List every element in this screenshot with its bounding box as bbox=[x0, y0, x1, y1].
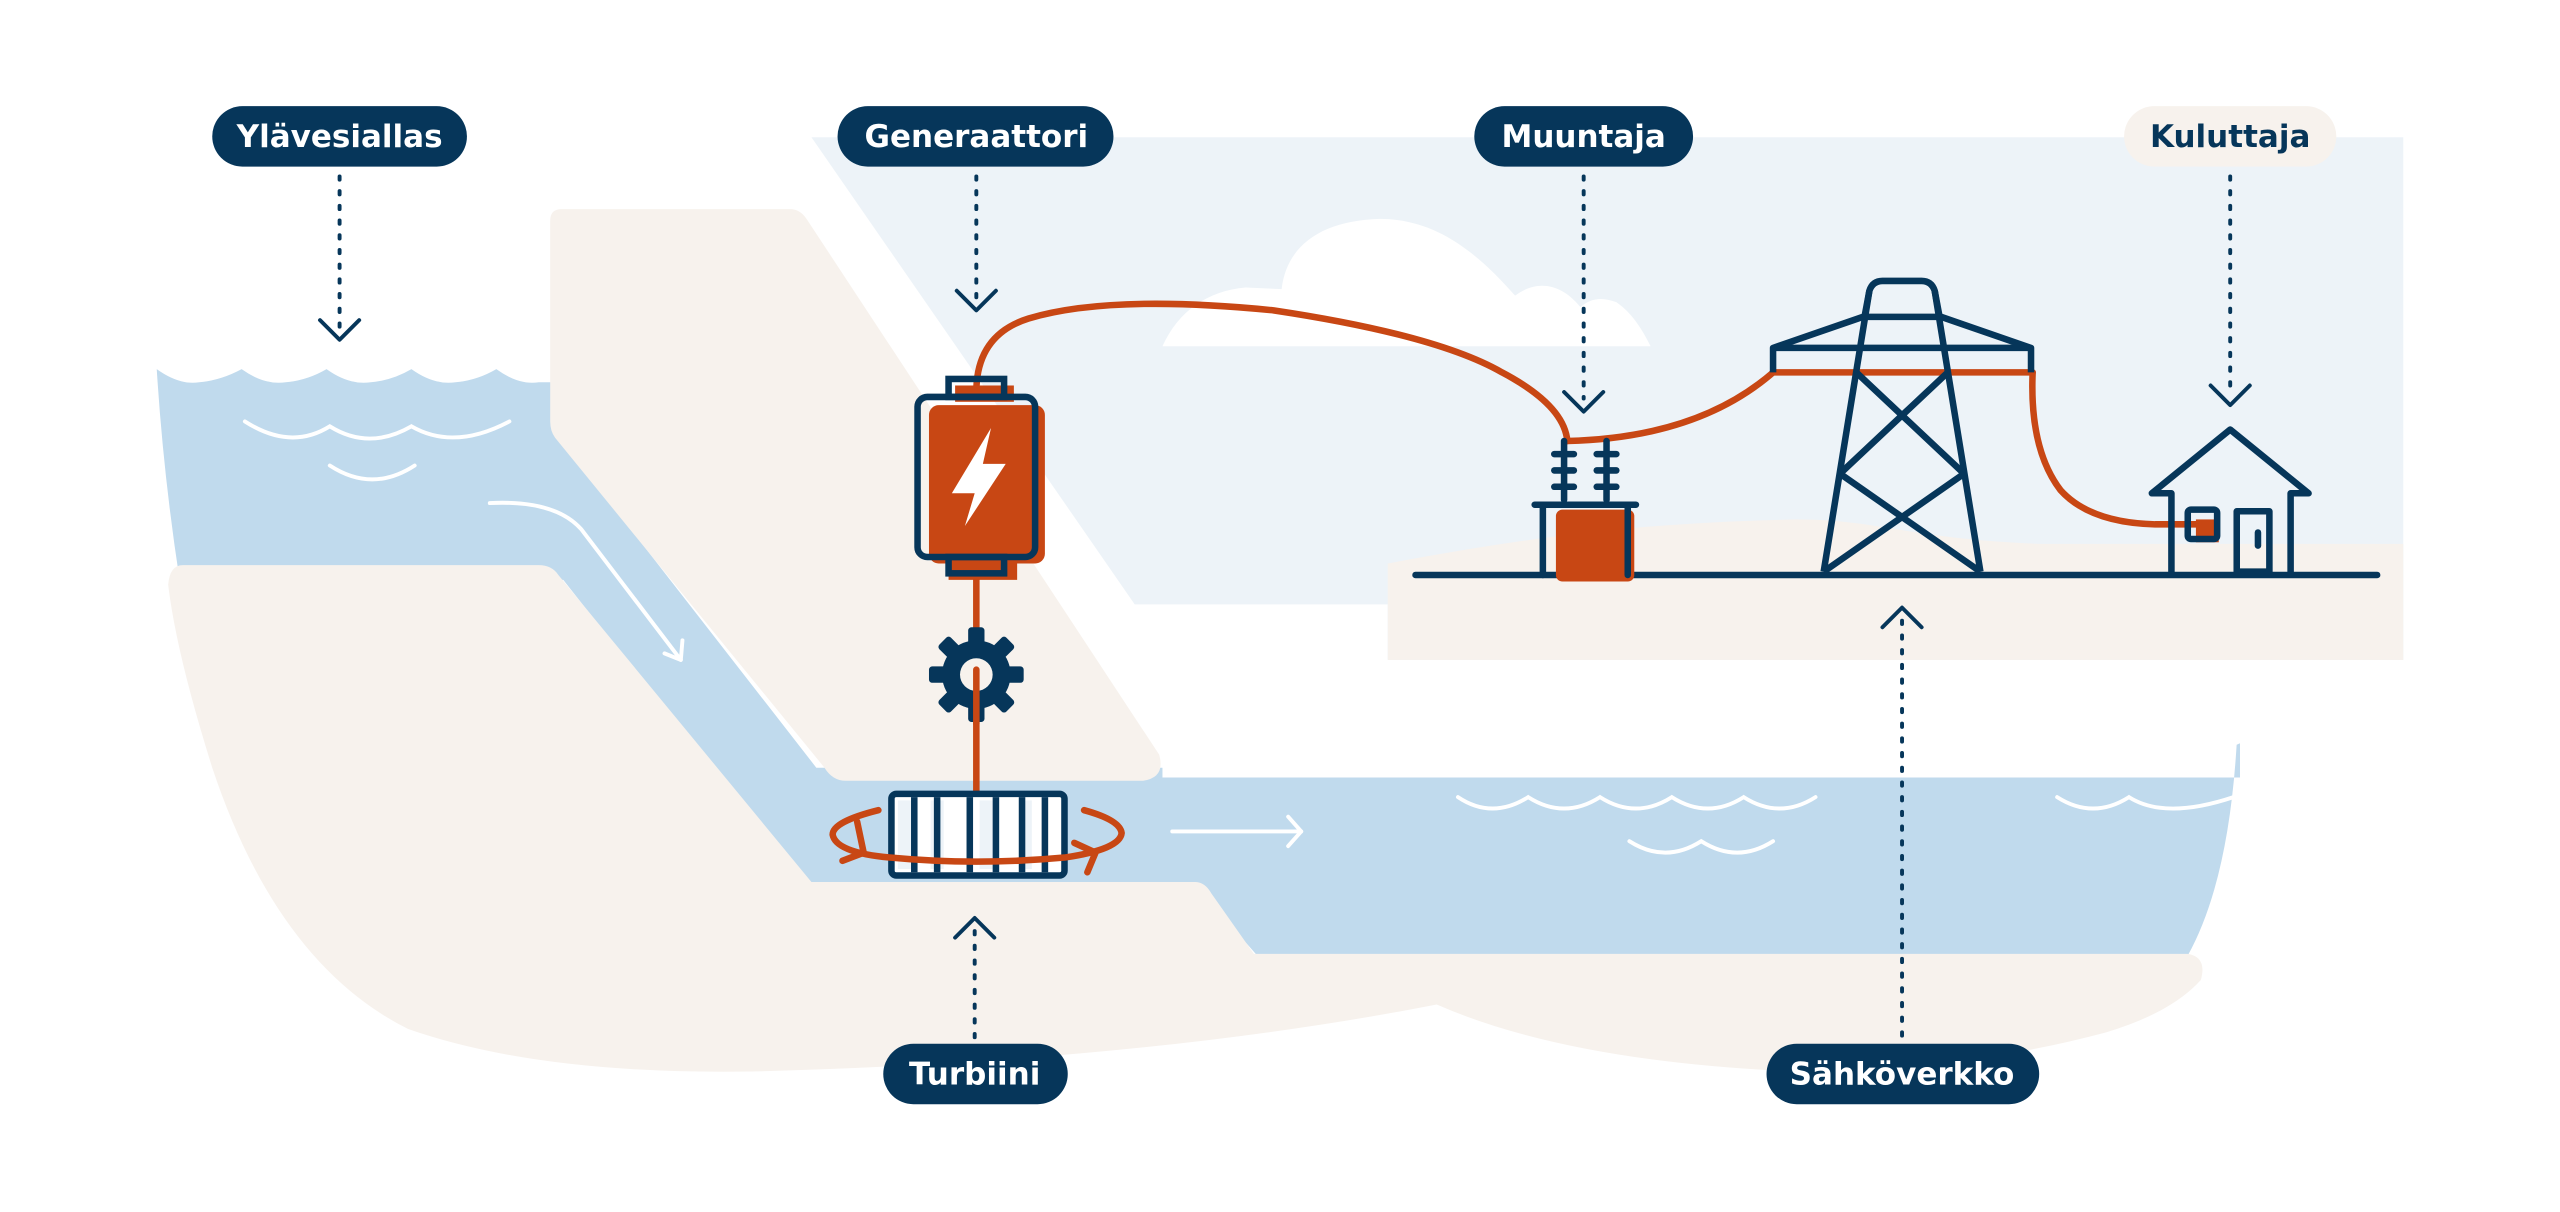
sky-background bbox=[811, 137, 2404, 660]
grid-ground bbox=[1387, 519, 2404, 660]
transformer-icon bbox=[1531, 437, 1640, 582]
turbine-icon bbox=[829, 790, 1125, 879]
label-transformer-text: Muuntaja bbox=[1501, 119, 1665, 155]
label-generator: Generaattori bbox=[837, 106, 1114, 167]
flow-arrow-icon bbox=[487, 500, 685, 662]
label-upper-reservoir-text: Ylävesiallas bbox=[236, 119, 443, 155]
dam-body bbox=[550, 209, 1161, 781]
label-turbine-text: Turbiini bbox=[909, 1057, 1040, 1093]
label-generator-text: Generaattori bbox=[865, 119, 1089, 155]
label-consumer-text: Kuluttaja bbox=[2150, 119, 2310, 155]
label-turbine: Turbiini bbox=[883, 1043, 1068, 1105]
label-grid-text: Sähköverkko bbox=[1790, 1057, 2015, 1093]
water-ripples bbox=[242, 419, 2236, 855]
generator-icon bbox=[914, 375, 1045, 580]
power-cable bbox=[973, 300, 2211, 798]
bedrock bbox=[168, 565, 2203, 1072]
house-icon bbox=[2148, 426, 2312, 575]
lower-water-surface bbox=[1162, 718, 2240, 755]
label-upper-reservoir: Ylävesiallas bbox=[212, 106, 467, 167]
outflow-arrow-icon bbox=[1170, 814, 1304, 849]
rotation-arrow-icon bbox=[829, 806, 1125, 876]
lightning-bolt-icon bbox=[951, 427, 1006, 526]
label-transformer: Muuntaja bbox=[1474, 106, 1694, 167]
label-grid: Sähköverkko bbox=[1766, 1043, 2040, 1105]
leader-lines bbox=[318, 174, 2252, 1045]
gear-icon bbox=[928, 627, 1024, 727]
power-pylon-icon bbox=[1769, 277, 2035, 575]
label-consumer: Kuluttaja bbox=[2124, 106, 2337, 167]
